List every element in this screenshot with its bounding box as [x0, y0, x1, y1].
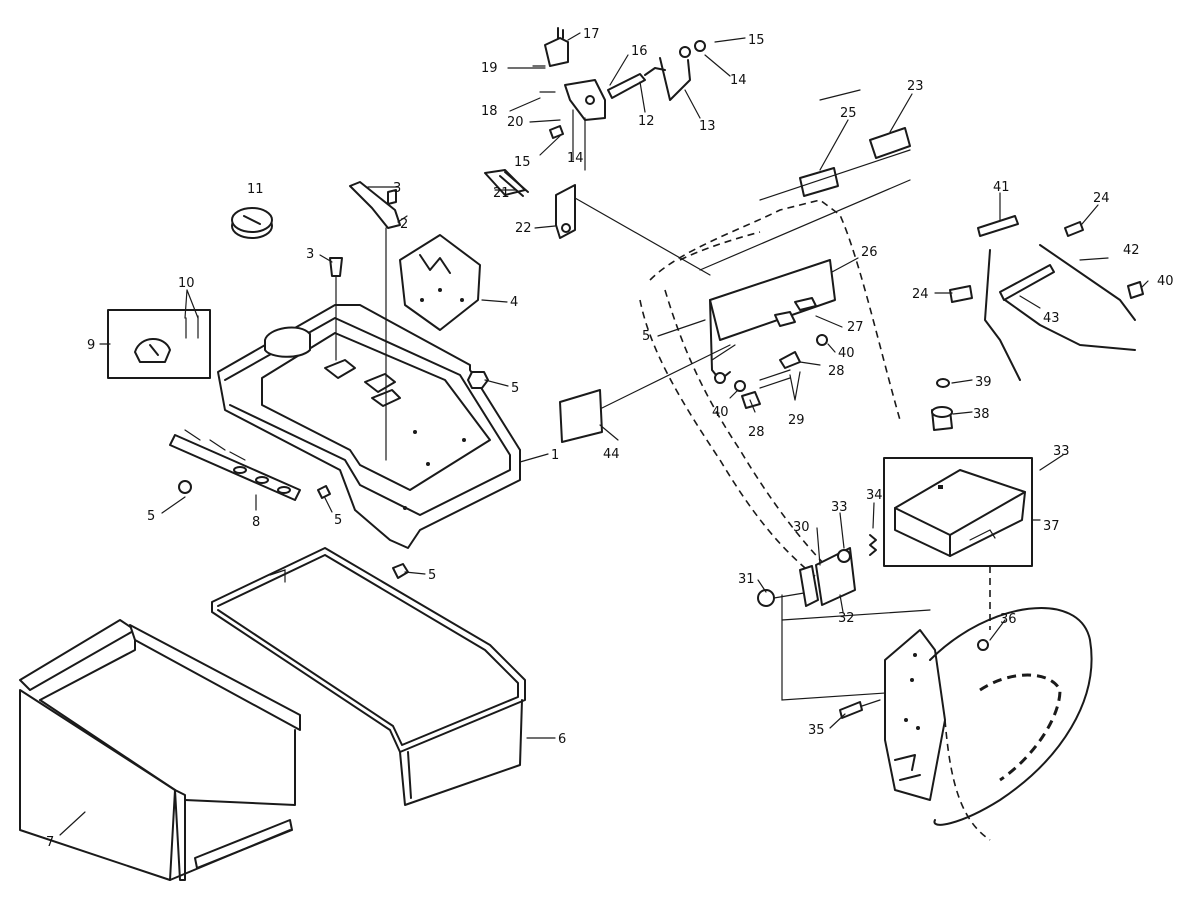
label-9: 9: [87, 338, 95, 353]
label-20: 20: [507, 115, 524, 130]
label-16: 16: [631, 44, 648, 59]
label-40c: 40: [1157, 274, 1174, 289]
label-32: 32: [838, 611, 855, 626]
label-5e: 5: [428, 568, 436, 583]
label-17: 17: [583, 27, 600, 42]
label-22: 22: [515, 221, 532, 236]
label-40a: 40: [838, 346, 855, 361]
label-10: 10: [178, 276, 195, 291]
label-43: 43: [1043, 311, 1060, 326]
label-23: 23: [907, 79, 924, 94]
label-31: 31: [738, 572, 755, 587]
label-38: 38: [973, 407, 990, 422]
parts-26-29: [709, 259, 836, 409]
label-5a: 5: [642, 329, 650, 344]
label-40b: 40: [712, 405, 729, 420]
label-25: 25: [840, 106, 857, 121]
label-15b: 15: [514, 155, 531, 170]
label-12: 12: [638, 114, 655, 129]
decals-23-25: [799, 89, 911, 197]
label-15a: 15: [748, 33, 765, 48]
label-36: 36: [1000, 612, 1017, 627]
top-linkage: [484, 27, 711, 276]
label-42: 42: [1123, 243, 1140, 258]
part-5-nuts: [178, 371, 489, 579]
label-33a: 33: [831, 500, 848, 515]
label-28b: 28: [748, 425, 765, 440]
label-8: 8: [252, 515, 260, 530]
label-13: 13: [699, 119, 716, 134]
label-2: 2: [400, 217, 408, 232]
label-14b: 14: [567, 151, 584, 166]
label-21: 21: [493, 186, 510, 201]
label-19: 19: [481, 61, 498, 76]
label-44: 44: [603, 447, 620, 462]
handle-dashed-outline: [639, 149, 911, 581]
part-8-strip: [169, 429, 301, 501]
label-14a: 14: [730, 73, 747, 88]
part-1-hood: [217, 304, 521, 549]
label-5b: 5: [511, 381, 519, 396]
label-41: 41: [993, 180, 1010, 195]
label-29: 29: [788, 413, 805, 428]
label-6: 6: [558, 732, 566, 747]
part-6-wire-frame: [211, 547, 526, 806]
part-9-box: [107, 309, 211, 379]
part-4-bracket: [399, 234, 481, 331]
part-44-decal: [559, 389, 603, 443]
label-11: 11: [247, 182, 264, 197]
label-7: 7: [46, 835, 54, 850]
label-39: 39: [975, 375, 992, 390]
label-33b: 33: [1053, 444, 1070, 459]
label-18: 18: [481, 104, 498, 119]
label-24b: 24: [912, 287, 929, 302]
part-2-lever: [329, 181, 401, 461]
wheel-housing: [884, 606, 1093, 841]
label-24a: 24: [1093, 191, 1110, 206]
callout-labels: 1 2 3 3 4 5 5 5 5 5 6 7 8 9 10 11 12 13 …: [46, 27, 1174, 850]
label-35: 35: [808, 723, 825, 738]
label-5c: 5: [147, 509, 155, 524]
label-4: 4: [510, 295, 518, 310]
label-5d: 5: [334, 513, 342, 528]
part-7-catcher-box: [19, 619, 301, 881]
parts-38-39: [931, 378, 953, 431]
label-26: 26: [861, 245, 878, 260]
label-3b: 3: [306, 247, 314, 262]
label-34: 34: [866, 488, 883, 503]
label-1: 1: [551, 448, 559, 463]
part-37-box: [883, 457, 1033, 630]
label-3a: 3: [393, 181, 401, 196]
label-27: 27: [847, 320, 864, 335]
parts-30-36: [757, 534, 989, 719]
label-37: 37: [1043, 519, 1060, 534]
part-11-cap: [231, 207, 273, 239]
right-handle-parts: [949, 215, 1144, 381]
leader-lines: [59, 32, 1149, 836]
label-28a: 28: [828, 364, 845, 379]
label-30: 30: [793, 520, 810, 535]
